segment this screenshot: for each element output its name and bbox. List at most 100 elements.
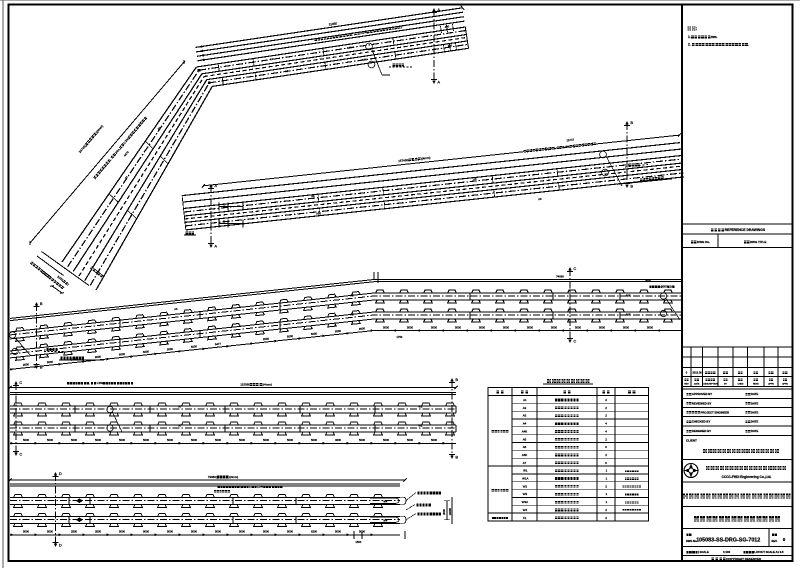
svg-text:DWG TITLE: DWG TITLE <box>750 240 767 244</box>
svg-text:1:100: 1:100 <box>723 550 731 554</box>
svg-text:3000: 3000 <box>442 509 446 515</box>
svg-text:D: D <box>59 471 62 476</box>
svg-text:A4: A4 <box>311 194 315 198</box>
svg-text:,: , <box>352 32 354 36</box>
svg-text:C: C <box>19 452 22 457</box>
svg-text:5000: 5000 <box>383 438 389 442</box>
svg-text:A1: A1 <box>523 398 527 402</box>
svg-text:A7: A7 <box>178 424 182 428</box>
svg-text:DESIGNED BY: DESIGNED BY <box>692 429 711 433</box>
svg-text:2: 2 <box>605 414 607 418</box>
svg-text:B: B <box>455 455 458 460</box>
svg-text:5000: 5000 <box>71 438 77 442</box>
svg-text::: : <box>696 26 697 31</box>
svg-text:9000: 9000 <box>95 354 102 359</box>
svg-text:DWG No.: DWG No. <box>686 539 698 543</box>
svg-text:(: ( <box>240 485 241 489</box>
svg-text:5000: 5000 <box>527 325 533 329</box>
svg-text:4600: 4600 <box>335 438 341 442</box>
svg-text:A6K: A6K <box>522 453 528 457</box>
svg-text:5000: 5000 <box>23 530 29 534</box>
svg-text:W4: W4 <box>383 519 387 523</box>
svg-text:A7: A7 <box>523 461 527 465</box>
svg-text:40: 40 <box>223 204 226 207</box>
svg-text:W3: W3 <box>523 492 528 496</box>
svg-text:5000: 5000 <box>623 325 629 329</box>
svg-text:1500: 1500 <box>355 540 361 544</box>
svg-text:DATE: DATE <box>751 429 759 433</box>
svg-text:1:2%,: 1:2%, <box>563 144 571 149</box>
svg-text:APPD: APPD <box>768 383 774 386</box>
svg-text:7500: 7500 <box>645 279 651 283</box>
svg-text:A1: A1 <box>156 125 161 130</box>
svg-text:A: A <box>437 7 440 12</box>
svg-text:5000: 5000 <box>431 325 437 329</box>
svg-text:5000: 5000 <box>503 325 509 329</box>
svg-text:5000: 5000 <box>311 438 317 442</box>
svg-text:@500,: @500, <box>660 285 668 289</box>
svg-text:A6: A6 <box>473 177 477 181</box>
svg-text:A6: A6 <box>350 313 354 317</box>
svg-text:5000: 5000 <box>479 325 485 329</box>
svg-text:3500: 3500 <box>95 530 101 534</box>
svg-text:A3: A3 <box>523 414 527 418</box>
svg-text:C: C <box>573 339 576 344</box>
svg-text:5000: 5000 <box>407 438 413 442</box>
svg-text:5000: 5000 <box>215 530 221 534</box>
svg-text:A: A <box>214 183 217 188</box>
svg-text:5000: 5000 <box>335 329 342 334</box>
svg-text:C: C <box>19 380 22 385</box>
svg-text:CHKD: CHKD <box>737 384 743 386</box>
svg-text:A5: A5 <box>174 307 178 311</box>
svg-text:5000: 5000 <box>191 530 197 534</box>
svg-text:5000: 5000 <box>167 530 173 534</box>
svg-text:(: ( <box>692 550 693 554</box>
svg-text:6: 6 <box>605 461 607 465</box>
svg-text:APPROVED BY: APPROVED BY <box>692 392 712 396</box>
svg-text:5000: 5000 <box>287 530 293 534</box>
svg-text:2: 2 <box>605 516 607 520</box>
svg-text:2500: 2500 <box>71 530 77 534</box>
svg-text:5000: 5000 <box>167 347 174 352</box>
svg-text:A6: A6 <box>523 445 527 449</box>
svg-text:2: 2 <box>605 484 607 488</box>
svg-text:5000: 5000 <box>263 530 269 534</box>
svg-text:A5: A5 <box>316 211 320 215</box>
svg-text:REVIEWED BY: REVIEWED BY <box>692 401 712 405</box>
svg-text:(: ( <box>547 147 548 151</box>
svg-text:W4: W4 <box>523 508 528 512</box>
svg-text:1: 1 <box>606 477 608 481</box>
svg-text:LAYOUT SCALE A1 0.5: LAYOUT SCALE A1 0.5 <box>754 550 784 554</box>
svg-text:A6K: A6K <box>626 294 631 298</box>
svg-text:5000: 5000 <box>575 325 581 329</box>
svg-text:2500: 2500 <box>263 337 270 342</box>
svg-text:5000: 5000 <box>431 438 437 442</box>
svg-text:5000: 5000 <box>239 438 245 442</box>
svg-text:5000: 5000 <box>143 438 149 442</box>
svg-text:): ) <box>400 25 402 29</box>
svg-text:0: 0 <box>686 371 688 375</box>
svg-text:74060: 74060 <box>556 275 564 279</box>
svg-text:5000: 5000 <box>167 438 173 442</box>
svg-text:A4K: A4K <box>361 57 367 62</box>
svg-text:REVD: REVD <box>753 384 759 386</box>
svg-text:),: ), <box>554 146 556 150</box>
svg-text:W3A: W3A <box>522 500 528 504</box>
svg-text:400: 400 <box>447 43 452 48</box>
svg-text:mm.: mm. <box>711 35 718 39</box>
svg-text:A4: A4 <box>523 422 527 426</box>
svg-text:(: ( <box>339 34 341 38</box>
svg-text:15747: 15747 <box>566 138 575 143</box>
svg-text:W2: W2 <box>418 424 422 428</box>
svg-text:5000: 5000 <box>191 438 197 442</box>
svg-text:1: 1 <box>606 469 608 473</box>
svg-text:A6K: A6K <box>626 313 631 317</box>
svg-text:A: A <box>437 80 440 85</box>
svg-text:4: 4 <box>605 429 607 433</box>
svg-text:400: 400 <box>444 24 449 29</box>
svg-text:BY: BY <box>724 384 727 386</box>
svg-text:DATE: DATE <box>751 410 759 414</box>
svg-text:5000: 5000 <box>239 530 245 534</box>
svg-text:2: 2 <box>605 398 607 402</box>
svg-text:A3: A3 <box>285 69 289 74</box>
